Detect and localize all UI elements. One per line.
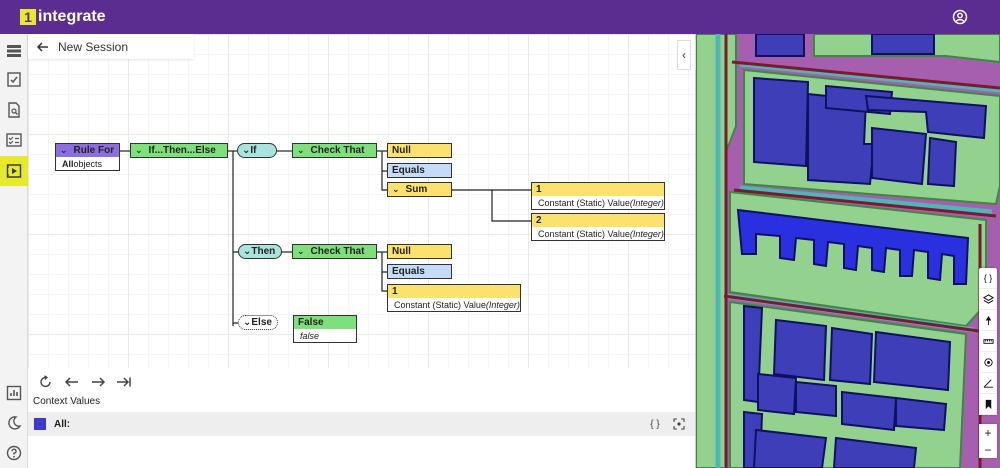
chevron-down-icon[interactable]: ⌄ [392, 184, 400, 194]
zoom-controls: + − [979, 424, 997, 458]
app-logo[interactable]: 1 integrate [20, 7, 106, 27]
constant-type-text: Constant (Static) Value [538, 228, 630, 239]
bar-chart-icon[interactable] [2, 381, 26, 405]
if-label: If [250, 145, 257, 156]
then-label: Then [251, 246, 276, 257]
map-features [696, 34, 1000, 468]
false-node[interactable]: False [293, 315, 357, 330]
constant-type-italic: (Integer) [629, 228, 664, 239]
list-icon[interactable] [2, 39, 26, 63]
equals-label: Equals [392, 165, 425, 176]
context-row-label: All: [54, 418, 71, 430]
constant-node-3[interactable]: 1 [387, 284, 521, 299]
check-that-node-1[interactable]: ⌄ Check That [292, 143, 377, 158]
measure-angle-icon[interactable] [979, 373, 997, 394]
equals-node-1[interactable]: Equals [387, 163, 452, 178]
constant-node-1[interactable]: 1 [531, 182, 665, 197]
false-value: false [300, 330, 320, 341]
check-that-node-2[interactable]: ⌄ Check That [292, 244, 377, 259]
chevron-down-icon[interactable]: ⌄ [297, 145, 305, 155]
task-check-icon[interactable] [2, 67, 26, 91]
else-label: Else [251, 317, 272, 328]
check-that-label: Check That [310, 145, 365, 156]
logo-text: integrate [38, 8, 106, 25]
equals-label: Equals [392, 266, 425, 277]
account-icon[interactable] [952, 9, 968, 25]
chevron-down-icon[interactable]: ⌄ [243, 246, 252, 257]
constant-type-italic: (Integer) [485, 299, 520, 310]
rule-for-subtitle: All objects [55, 157, 120, 171]
sum-label: Sum [405, 184, 428, 195]
logo-mark: 1 [20, 9, 36, 25]
check-that-label: Check That [310, 246, 365, 257]
rule-for-scope: All [62, 158, 74, 169]
constant-subtitle: Constant (Static) Value (Integer) [387, 298, 521, 312]
false-subtitle: false [293, 329, 357, 343]
locate-icon[interactable] [979, 352, 997, 373]
connector-lines [120, 150, 531, 326]
equals-node-2[interactable]: Equals [387, 264, 452, 279]
constant-type-italic: (Integer) [629, 197, 664, 208]
constant-node-2[interactable]: 2 [531, 213, 665, 228]
zoom-in-icon[interactable]: + [984, 425, 992, 440]
context-values-label: Context Values [33, 396, 101, 407]
else-branch-pill[interactable]: ⌄ Else [238, 315, 278, 330]
rule-for-scope-rest: objects [73, 158, 103, 169]
null-label: Null [392, 145, 411, 156]
play-session-icon[interactable] [0, 156, 28, 186]
null-node-2[interactable]: Null [387, 244, 452, 259]
left-sidebar [0, 34, 28, 468]
rule-for-label: Rule For [73, 145, 115, 156]
checklist-icon[interactable] [2, 128, 26, 152]
chevron-down-icon[interactable]: ⌄ [60, 145, 68, 155]
top-bar: 1 integrate [0, 0, 1000, 34]
constant-type-text: Constant (Static) Value [394, 299, 486, 310]
session-title: New Session [58, 39, 129, 54]
constant-value: 2 [536, 215, 542, 226]
dark-mode-icon[interactable] [2, 411, 26, 435]
null-node-1[interactable]: Null [387, 143, 452, 158]
skip-to-end-icon[interactable] [112, 370, 136, 394]
constant-value: 1 [392, 286, 398, 297]
then-branch-pill[interactable]: ⌄ Then [238, 244, 282, 259]
sum-node[interactable]: ⌄ Sum [387, 182, 452, 197]
help-icon[interactable] [2, 441, 26, 465]
step-back-icon[interactable] [60, 370, 84, 394]
false-label: False [298, 317, 324, 328]
step-forward-icon[interactable] [86, 370, 110, 394]
chevron-down-icon[interactable]: ⌄ [297, 246, 305, 256]
document-search-icon[interactable] [2, 98, 26, 122]
null-label: Null [392, 246, 411, 257]
map-view[interactable] [696, 34, 1000, 468]
ruler-icon[interactable] [979, 331, 997, 352]
north-arrow-icon[interactable] [979, 310, 997, 331]
context-row[interactable]: All: { } [28, 412, 695, 436]
collapse-left-icon[interactable]: ‹ [677, 40, 691, 70]
session-header: New Session [28, 34, 194, 59]
constant-type-text: Constant (Static) Value [538, 197, 630, 208]
braces-icon[interactable]: { } [979, 268, 997, 289]
back-arrow-icon[interactable] [36, 40, 50, 54]
playback-controls [28, 368, 695, 396]
if-then-else-node[interactable]: ⌄ If...Then...Else [130, 143, 228, 158]
constant-value: 1 [536, 184, 542, 195]
constant-subtitle: Constant (Static) Value (Integer) [531, 227, 665, 241]
restart-icon[interactable] [34, 370, 58, 394]
if-then-else-label: If...Then...Else [148, 145, 216, 156]
chevron-down-icon[interactable]: ⌄ [135, 145, 143, 155]
bookmark-icon[interactable] [979, 394, 997, 415]
focus-target-icon[interactable] [671, 416, 687, 432]
chevron-down-icon[interactable]: ⌄ [243, 317, 252, 328]
braces-icon[interactable]: { } [650, 418, 660, 430]
constant-subtitle: Constant (Static) Value (Integer) [531, 196, 665, 210]
layers-icon[interactable] [979, 289, 997, 310]
rule-for-node[interactable]: ⌄ Rule For [55, 143, 120, 158]
map-toolbar: { } [979, 268, 997, 415]
color-swatch [34, 418, 46, 430]
chevron-down-icon[interactable]: ⌄ [242, 145, 251, 156]
zoom-out-icon[interactable]: − [984, 442, 992, 457]
if-branch-pill[interactable]: ⌄ If [237, 143, 277, 158]
